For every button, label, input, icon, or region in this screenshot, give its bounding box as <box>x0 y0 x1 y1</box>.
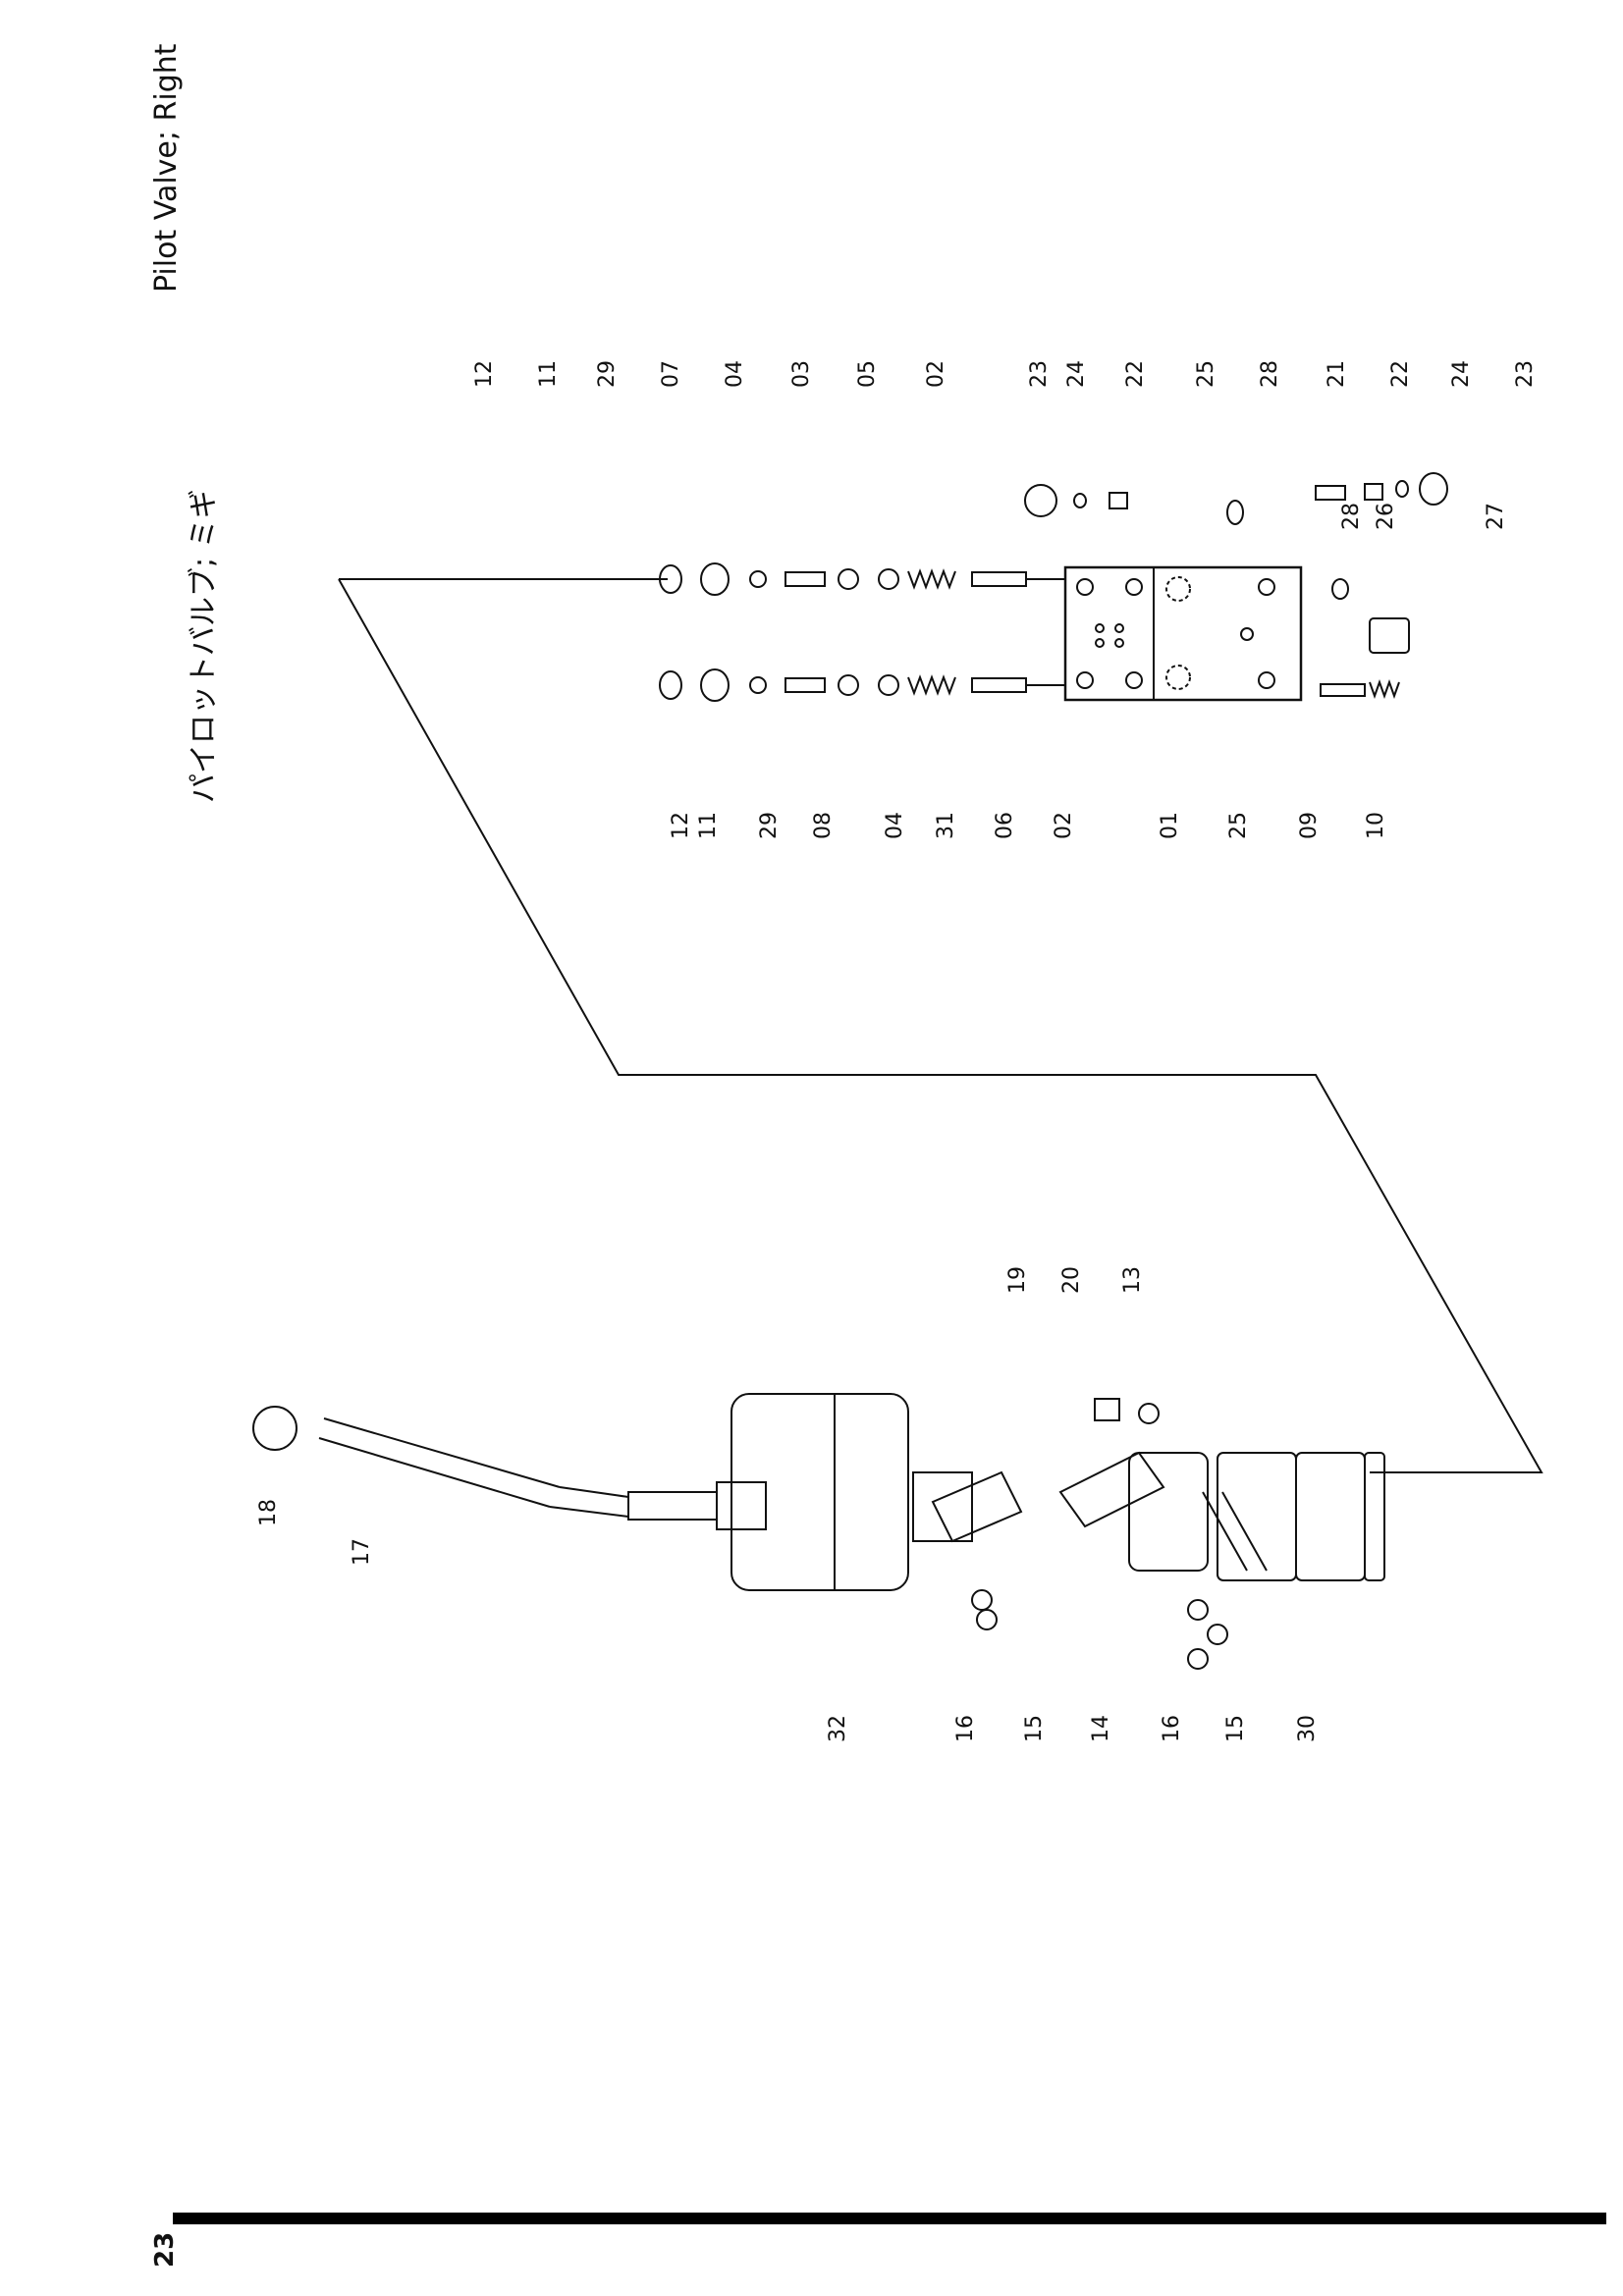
callout-label: 16 <box>953 1715 978 1742</box>
callout-label: 04 <box>883 812 907 839</box>
callout-label: 26 <box>1374 503 1398 530</box>
callout-labels-lever: 19 20 13 18 17 32 16 15 14 16 15 30 <box>256 1266 1320 1742</box>
callout-labels-upper: 12 11 29 07 04 03 05 02 23 24 22 25 28 2… <box>472 360 1538 530</box>
callout-label: 32 <box>826 1715 850 1742</box>
callout-label: 18 <box>256 1499 281 1526</box>
callout-label: 28 <box>1339 503 1364 530</box>
callout-label: 19 <box>1005 1266 1030 1294</box>
footer-rule <box>173 2213 1606 2224</box>
callout-label: 29 <box>757 812 782 839</box>
callout-label: 28 <box>1258 360 1282 388</box>
right-side-fittings <box>1024 472 1448 699</box>
callout-label: 23 <box>1027 360 1052 388</box>
callout-label: 22 <box>1388 360 1413 388</box>
callout-label: 14 <box>1089 1715 1113 1742</box>
callout-label: 11 <box>536 360 561 388</box>
callout-label: 09 <box>1297 812 1322 839</box>
callout-label: 06 <box>993 812 1017 839</box>
callout-label: 20 <box>1059 1266 1084 1294</box>
upper-spool-stack <box>659 562 1065 596</box>
callout-label: 08 <box>811 812 836 839</box>
callout-label: 29 <box>595 360 620 388</box>
callout-label: 30 <box>1295 1715 1320 1742</box>
callout-label: 01 <box>1158 812 1182 839</box>
callout-label: 31 <box>934 812 958 839</box>
callout-label: 25 <box>1194 360 1218 388</box>
callout-label: 27 <box>1484 503 1508 530</box>
callout-label: 25 <box>1226 812 1251 839</box>
callout-label: 03 <box>789 360 814 388</box>
callout-labels-lower: 12 11 29 08 04 31 06 02 01 25 09 10 <box>669 812 1388 839</box>
valve-body-upper <box>1064 566 1155 701</box>
page-number: 23 <box>150 2231 180 2268</box>
callout-label: 17 <box>350 1538 374 1566</box>
callout-label: 02 <box>924 360 948 388</box>
lower-spool-stack <box>659 668 1065 702</box>
callout-label: 23 <box>1513 360 1538 388</box>
callout-label: 12 <box>472 360 497 388</box>
callout-label: 24 <box>1064 360 1089 388</box>
callout-label: 07 <box>659 360 683 388</box>
callout-label: 21 <box>1325 360 1349 388</box>
callout-label: 10 <box>1364 812 1388 839</box>
callout-label: 05 <box>855 360 880 388</box>
group-frame-line <box>338 578 1543 1473</box>
callout-label: 12 <box>669 812 693 839</box>
callout-label: 11 <box>696 812 721 839</box>
callout-label: 16 <box>1160 1715 1184 1742</box>
callout-label: 24 <box>1449 360 1474 388</box>
callout-label: 13 <box>1120 1266 1145 1294</box>
lever-assembly <box>252 1393 1385 1670</box>
valve-body-front-face <box>1063 565 1303 702</box>
callout-label: 15 <box>1022 1715 1047 1742</box>
callout-label: 02 <box>1052 812 1076 839</box>
callout-label: 04 <box>723 360 747 388</box>
valve-body-lower <box>1153 566 1302 701</box>
callout-label: 22 <box>1123 360 1148 388</box>
callout-label: 15 <box>1223 1715 1248 1742</box>
